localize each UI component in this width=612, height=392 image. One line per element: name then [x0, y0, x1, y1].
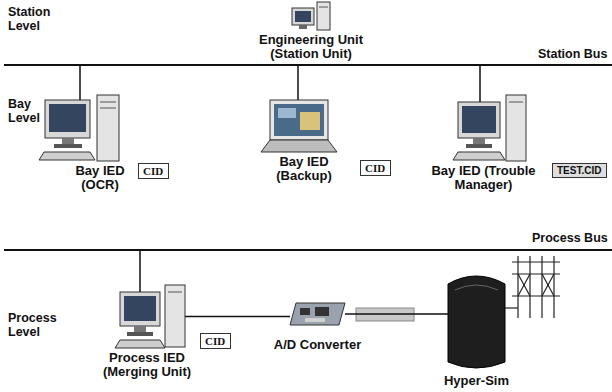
file-name: CID: [139, 164, 168, 178]
station-bus-line: [4, 64, 612, 66]
simulator: Hyper-Sim: [448, 275, 505, 371]
tower: [97, 95, 119, 161]
monitor-base: [299, 25, 307, 29]
monitor-base: [127, 332, 153, 336]
laptop-base: [261, 140, 337, 152]
station-unit: Engineering Unit (Station Unit): [292, 2, 330, 30]
tower-leg: [529, 256, 530, 318]
cid-file-box: CID: [138, 163, 169, 179]
computer-icon: [39, 95, 119, 161]
bay-ied: Bay IED (Trouble Manager): [453, 95, 526, 161]
tower-brace: [518, 274, 530, 296]
link-line: [345, 313, 448, 315]
drive-slot: [168, 292, 182, 293]
cylinder-body: [448, 276, 505, 368]
tower: [506, 95, 526, 161]
bay-ied: Bay IED (OCR): [45, 95, 119, 161]
monitor-base: [466, 144, 492, 148]
device-caption: Engineering Unit (Station Unit): [246, 33, 376, 60]
device-caption: Bay IED (Trouble Manager): [419, 164, 549, 191]
file-name: CID: [361, 161, 390, 175]
tower-brace: [518, 274, 530, 296]
laptop-lid: [270, 100, 328, 140]
chip: [315, 307, 329, 316]
bus-drop: [139, 250, 141, 292]
device-caption: Process IED (Merging Unit): [88, 351, 206, 378]
link-line: [185, 316, 290, 318]
ad-converter: A/D Converter: [290, 303, 345, 325]
monitor-base: [54, 144, 82, 148]
power-tower-symbol: [505, 256, 560, 318]
screen: [274, 104, 324, 136]
bus-label: Process Bus: [532, 232, 610, 246]
level-label: Process Level: [8, 312, 68, 340]
cid-file-box: CID: [360, 160, 391, 176]
cid-file-box: TEST.CID: [552, 163, 607, 178]
device-caption: Bay IED (OCR): [64, 164, 136, 191]
screen-window: [300, 112, 320, 130]
tower-arm: [512, 295, 560, 296]
drive-slot: [100, 102, 116, 103]
monitor-stand: [62, 138, 74, 144]
bus-label: Station Bus: [538, 48, 610, 62]
converter-board: [290, 303, 345, 325]
drive-slot: [100, 108, 116, 109]
device-caption: A/D Converter: [263, 338, 373, 352]
screen: [295, 11, 311, 22]
bus-drop: [297, 65, 299, 100]
tower-brace: [542, 274, 554, 296]
file-name: CID: [201, 334, 230, 348]
keyboard: [453, 152, 505, 160]
monitor: [292, 8, 314, 25]
device-caption: Hyper-Sim: [432, 374, 522, 388]
process-bus-line: [4, 249, 612, 251]
screen-window: [278, 108, 296, 118]
keyboard: [115, 340, 165, 348]
tower-arm: [512, 261, 560, 262]
monitor: [120, 292, 160, 326]
level-label: Bay Level: [8, 98, 48, 126]
monitor-stand: [473, 138, 485, 144]
monitor: [45, 100, 90, 138]
tower: [317, 2, 330, 30]
monitor-stand: [134, 326, 146, 332]
screen: [49, 104, 86, 132]
level-label: Station Level: [8, 6, 63, 34]
simulator-cylinder: [448, 276, 505, 368]
computer-icon: [453, 95, 526, 161]
drive-slot: [319, 7, 328, 8]
screen: [462, 106, 496, 133]
laptop-icon: [261, 100, 337, 152]
keyboard: [39, 152, 95, 160]
tower-leg: [541, 256, 542, 318]
monitor: [458, 102, 500, 138]
cid-file-box: CID: [200, 333, 231, 349]
tower-arm: [512, 273, 560, 274]
computer-icon: [115, 285, 185, 348]
cylinder-highlight: [455, 285, 498, 290]
connector-strip: [305, 318, 325, 322]
process-ied: Process IED (Merging Unit): [115, 285, 185, 348]
bay-ied: Bay IED (Backup): [261, 100, 337, 152]
tower-feed: [505, 307, 518, 308]
tower-leg: [553, 256, 554, 318]
drive-slot: [509, 102, 523, 103]
tower: [165, 285, 185, 347]
screen: [124, 296, 156, 321]
bus-drop: [79, 65, 81, 100]
device-caption: Bay IED (Backup): [266, 155, 342, 182]
chip: [300, 308, 310, 315]
bus-drop: [479, 65, 481, 102]
circuit-board: [290, 303, 345, 325]
file-name: TEST.CID: [553, 164, 606, 177]
tower-leg: [517, 256, 518, 318]
computer-icon: [292, 2, 330, 30]
tower-brace: [542, 274, 554, 296]
